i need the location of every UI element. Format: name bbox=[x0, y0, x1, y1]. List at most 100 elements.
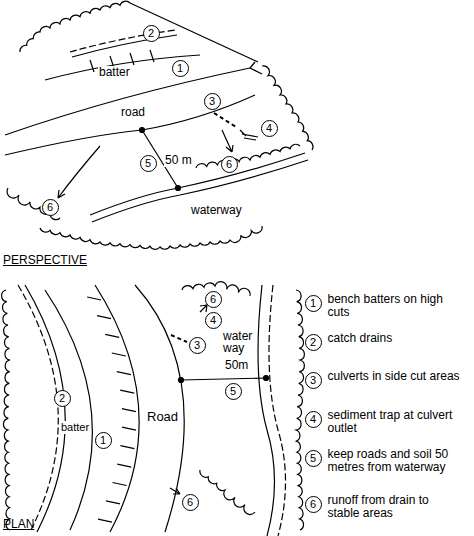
callout-circle: 4 bbox=[205, 312, 222, 329]
callout-circle: 3 bbox=[189, 337, 206, 354]
part-label: water way bbox=[222, 330, 256, 354]
tree-line bbox=[296, 290, 304, 530]
drain-arrow bbox=[170, 488, 180, 494]
callout-number: 4 bbox=[206, 313, 221, 328]
callout-circle: 2 bbox=[54, 390, 71, 407]
batter-hatch bbox=[117, 464, 131, 467]
batter-hatch bbox=[105, 334, 119, 337]
tree-line bbox=[2, 290, 10, 530]
callout-circle: 4 bbox=[261, 120, 278, 137]
legend-callout: 6runoff from drain to stable areas bbox=[305, 496, 322, 513]
part-label: 50 m bbox=[164, 154, 193, 167]
tree-line bbox=[20, 1, 130, 52]
batter-hatch bbox=[112, 353, 126, 356]
part-label: batter bbox=[98, 66, 131, 79]
batter-hatch bbox=[117, 372, 131, 375]
bench-line bbox=[45, 290, 92, 530]
legend-callout: 3culverts in side cut areas bbox=[305, 372, 322, 389]
callout-circle: 1 bbox=[172, 60, 189, 77]
batter-hatch bbox=[120, 390, 134, 393]
bench-line bbox=[45, 55, 200, 80]
callout-number: 6 bbox=[206, 292, 221, 307]
callout-number: 2 bbox=[144, 26, 159, 41]
legend-text: catch drains bbox=[328, 332, 463, 345]
line-art bbox=[0, 3, 308, 536]
legend-text: bench batters on high cuts bbox=[328, 293, 463, 319]
tree-line bbox=[262, 66, 313, 150]
batter-hatch bbox=[106, 501, 120, 504]
callout-number: 6 bbox=[306, 497, 321, 512]
callout-circle: 6 bbox=[42, 199, 59, 216]
drain-arrow bbox=[222, 130, 233, 152]
tree-line bbox=[40, 226, 262, 249]
part-label: batter bbox=[60, 421, 90, 434]
catch-drain bbox=[72, 35, 177, 57]
culvert bbox=[171, 335, 187, 342]
part-label: waterway bbox=[190, 204, 243, 217]
callout-number: 1 bbox=[306, 296, 321, 311]
callout-number: 6 bbox=[222, 157, 237, 172]
callout-number: 1 bbox=[173, 61, 188, 76]
batter-hatch bbox=[150, 50, 154, 62]
callout-circle: 2 bbox=[143, 25, 160, 42]
batter-hatch bbox=[87, 297, 101, 300]
legend-text: culverts in side cut areas bbox=[328, 370, 463, 383]
callout-number: 4 bbox=[262, 121, 277, 136]
callout-circle: 6 bbox=[205, 291, 222, 308]
batter-hatch bbox=[97, 316, 111, 319]
batter-hatch bbox=[122, 427, 136, 430]
catch-drain bbox=[25, 285, 65, 532]
callout-number: 5 bbox=[226, 384, 241, 399]
dimension-line bbox=[181, 378, 266, 380]
callout-number: 5 bbox=[306, 451, 321, 466]
legend-text: sediment trap at culvert outlet bbox=[328, 409, 463, 435]
batter-hatch bbox=[120, 446, 134, 449]
dimension-dot bbox=[176, 186, 181, 191]
hill-top-line bbox=[130, 3, 258, 62]
section-rule bbox=[0, 273, 300, 274]
waterway-line bbox=[258, 285, 275, 536]
callout-number: 6 bbox=[183, 495, 198, 510]
callout-number: 4 bbox=[306, 412, 321, 427]
waterway-line bbox=[269, 285, 286, 536]
sediment-trap bbox=[240, 130, 258, 140]
waterway-line bbox=[92, 160, 308, 222]
callout-circle: 5 bbox=[225, 383, 242, 400]
dimension-dot bbox=[140, 128, 145, 133]
legend-callout: 1bench batters on high cuts bbox=[305, 295, 322, 312]
view-heading: PERSPECTIVE bbox=[2, 254, 88, 267]
tree-line bbox=[7, 188, 60, 220]
callout-number: 3 bbox=[190, 338, 205, 353]
drain-arrow bbox=[58, 146, 100, 198]
legend-text: keep roads and soil 50 metres from water… bbox=[328, 448, 463, 474]
culvert bbox=[214, 113, 236, 127]
legend-callout: 4sediment trap at culvert outlet bbox=[305, 411, 322, 428]
tree-lines bbox=[2, 1, 313, 530]
drain-arrow bbox=[250, 62, 262, 74]
callout-circle: 5 bbox=[140, 155, 157, 172]
batter-hatch bbox=[130, 53, 134, 65]
tree-line bbox=[196, 144, 300, 168]
callout-number: 6 bbox=[43, 200, 58, 215]
callout-number: 2 bbox=[306, 335, 321, 350]
callout-number: 2 bbox=[55, 391, 70, 406]
drain-arrow bbox=[200, 305, 207, 312]
part-label: 50m bbox=[224, 359, 249, 372]
road-edge bbox=[135, 285, 184, 532]
legend-callout: 5keep roads and soil 50 metres from wate… bbox=[305, 450, 322, 467]
batter-hatch bbox=[90, 60, 94, 72]
legend-text: runoff from drain to stable areas bbox=[328, 494, 463, 520]
legend-callout: 2catch drains bbox=[305, 334, 322, 351]
batter-hatch bbox=[98, 519, 112, 522]
callout-circle: 1 bbox=[95, 432, 112, 449]
tree-line bbox=[200, 470, 255, 515]
view-heading: PLAN bbox=[2, 518, 35, 531]
callout-circle: 3 bbox=[204, 93, 221, 110]
dimension-dot bbox=[264, 376, 269, 381]
part-label: Road bbox=[146, 410, 179, 423]
batter-hatch bbox=[122, 409, 136, 412]
dimension-dot bbox=[179, 378, 184, 383]
callout-number: 3 bbox=[205, 94, 220, 109]
callout-number: 3 bbox=[306, 373, 321, 388]
callout-number: 1 bbox=[96, 433, 111, 448]
